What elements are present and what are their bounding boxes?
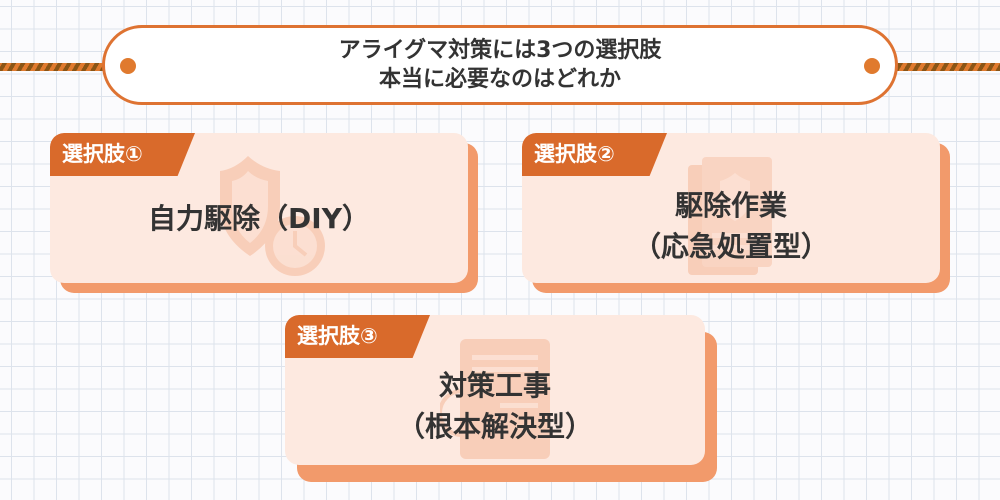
shield-clock-icon <box>220 156 325 276</box>
option-1-badge: 選択肢① <box>50 133 195 176</box>
option-3-title-line-2: （根本解決型） <box>396 410 593 443</box>
document-icon <box>440 339 550 459</box>
option-3-title: 対策工事 （根本解決型） <box>285 365 705 447</box>
option-card-3: 選択肢③ 対策工事 （根本解決型） <box>285 315 705 465</box>
option-1-title-line-1: 自力駆除（DIY） <box>148 202 370 235</box>
option-3-title-line-1: 対策工事 <box>438 369 551 402</box>
option-2-title-line-1: 駆除作業 <box>674 189 787 222</box>
option-2-title-line-2: （応急処置型） <box>632 230 829 263</box>
option-card-1: 選択肢① 自力駆除（DIY） <box>50 133 468 283</box>
rope-right-decoration <box>897 63 1000 71</box>
title-banner: アライグマ対策には3つの選択肢 本当に必要なのはどれか <box>102 25 898 105</box>
rope-left-decoration <box>0 63 104 71</box>
option-3-badge: 選択肢③ <box>285 315 430 358</box>
dot-left-icon <box>120 58 136 74</box>
document-shield-icon <box>688 157 772 275</box>
title-line-2: 本当に必要なのはどれか <box>378 67 621 92</box>
option-2-title: 駆除作業 （応急処置型） <box>522 185 940 267</box>
page-title: アライグマ対策には3つの選択肢 本当に必要なのはどれか <box>105 36 895 94</box>
option-2-badge: 選択肢② <box>522 133 667 176</box>
option-1-title: 自力駆除（DIY） <box>50 198 468 239</box>
dot-right-icon <box>864 58 880 74</box>
option-card-2: 選択肢② 駆除作業 （応急処置型） <box>522 133 940 283</box>
title-line-1: アライグマ対策には3つの選択肢 <box>338 38 662 63</box>
